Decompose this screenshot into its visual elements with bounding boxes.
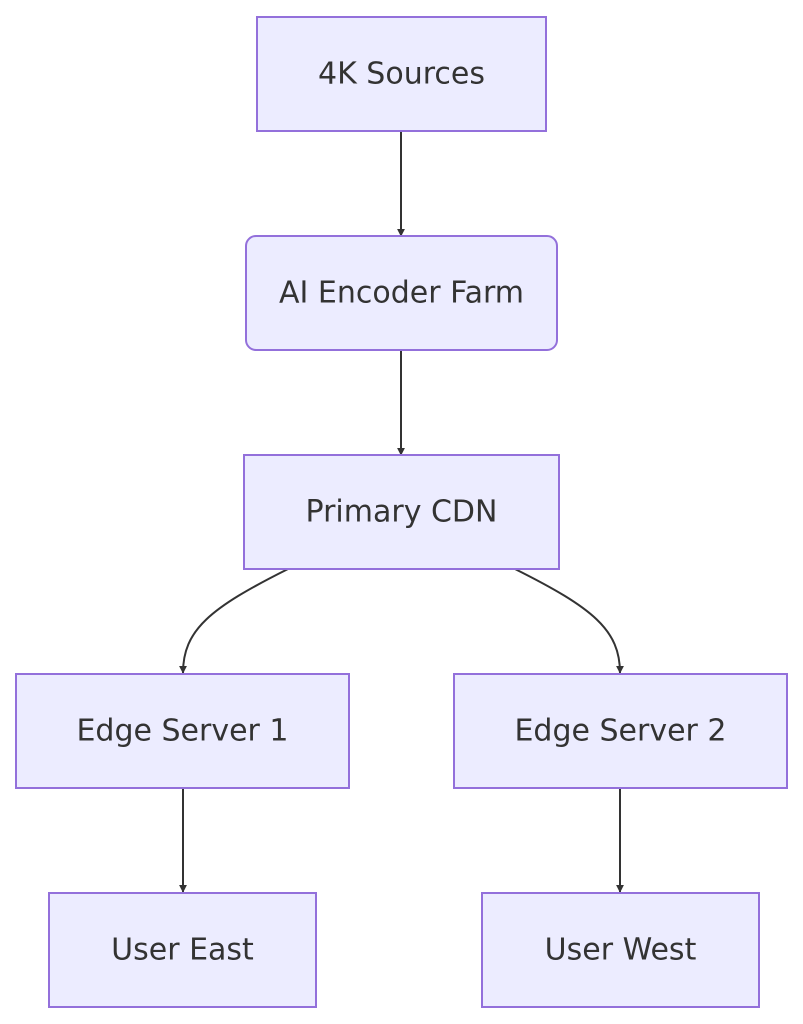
node-ai-encoder-farm[interactable]: AI Encoder Farm (245, 235, 558, 351)
node-box (453, 673, 788, 789)
edge-cdn-to-edge-server-1 (179, 568, 289, 674)
node-user-west[interactable]: User West (481, 892, 760, 1008)
node-label: Edge Server 2 (514, 714, 726, 749)
node-label: 4K Sources (318, 57, 485, 92)
node-box (256, 16, 547, 132)
node-primary-cdn[interactable]: Primary CDN (243, 454, 560, 570)
edge-line (514, 568, 624, 674)
node-edge-server-2[interactable]: Edge Server 2 (453, 673, 788, 789)
node-box (481, 892, 760, 1008)
node-4k-sources[interactable]: 4K Sources (256, 16, 547, 132)
node-user-east[interactable]: User East (48, 892, 317, 1008)
edge-line (179, 568, 289, 674)
edge-cdn-to-edge-server-2 (514, 568, 624, 674)
node-label: User East (111, 933, 254, 968)
node-label: AI Encoder Farm (279, 276, 524, 311)
node-label: Primary CDN (306, 495, 498, 530)
node-box (243, 454, 560, 570)
node-edge-server-1[interactable]: Edge Server 1 (15, 673, 350, 789)
node-label: User West (545, 933, 697, 968)
node-label: Edge Server 1 (76, 714, 288, 749)
node-box (48, 892, 317, 1008)
node-box (245, 235, 558, 351)
node-box (15, 673, 350, 789)
